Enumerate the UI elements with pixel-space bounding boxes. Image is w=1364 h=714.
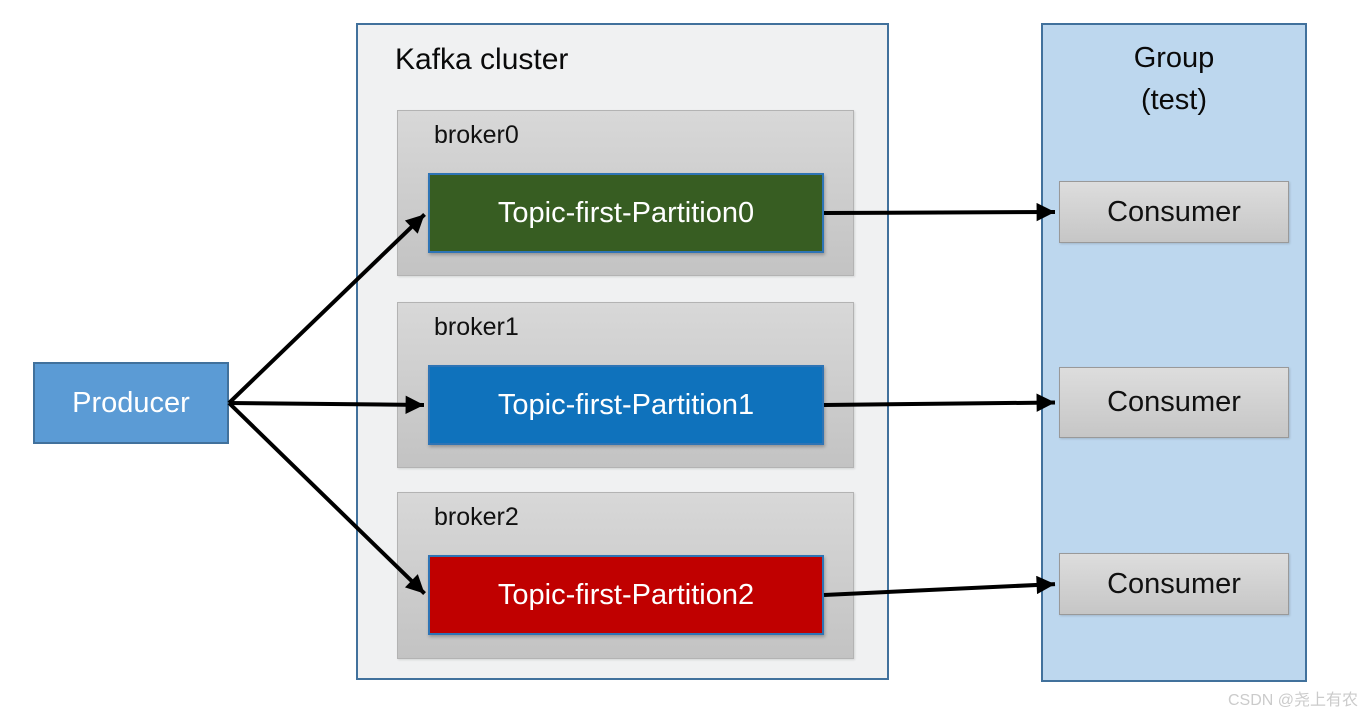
consumer1-box: Consumer (1059, 367, 1289, 438)
group-title-line1: Group (1133, 42, 1215, 74)
watermark-text: CSDN @尧上有农 (1227, 692, 1358, 709)
consumer0-label: Consumer (1107, 195, 1241, 228)
producer-label: Producer (72, 386, 190, 419)
partition2-label: Topic-first-Partition2 (497, 578, 755, 611)
producer-box: Producer (33, 362, 229, 444)
partition2-box: Topic-first-Partition2 (428, 555, 824, 635)
partition1-box: Topic-first-Partition1 (428, 365, 824, 445)
broker2-box: broker2 Topic-first-Partition2 (397, 492, 854, 659)
partition0-label: Topic-first-Partition0 (497, 196, 755, 229)
broker1-box: broker1 Topic-first-Partition1 (397, 302, 854, 468)
kafka-cluster-container: Kafka cluster broker0 Topic-first-Partit… (356, 23, 889, 680)
consumer2-label: Consumer (1107, 567, 1241, 600)
consumer1-label: Consumer (1107, 386, 1241, 418)
broker1-label: broker1 (434, 313, 519, 341)
partition1-label: Topic-first-Partition1 (497, 388, 755, 421)
consumer0-box: Consumer (1059, 181, 1289, 243)
broker0-label: broker0 (434, 121, 519, 149)
group-title-line2: (test) (1140, 84, 1208, 117)
kafka-cluster-title: Kafka cluster (395, 43, 569, 76)
broker2-label: broker2 (434, 503, 519, 531)
consumer-group-container: Group (test) Consumer Consumer Consumer (1041, 23, 1307, 682)
broker0-box: broker0 Topic-first-Partition0 (397, 110, 854, 276)
consumer-group-title: Group (test) (1043, 37, 1305, 121)
partition0-box: Topic-first-Partition0 (428, 173, 824, 253)
consumer2-box: Consumer (1059, 553, 1289, 615)
